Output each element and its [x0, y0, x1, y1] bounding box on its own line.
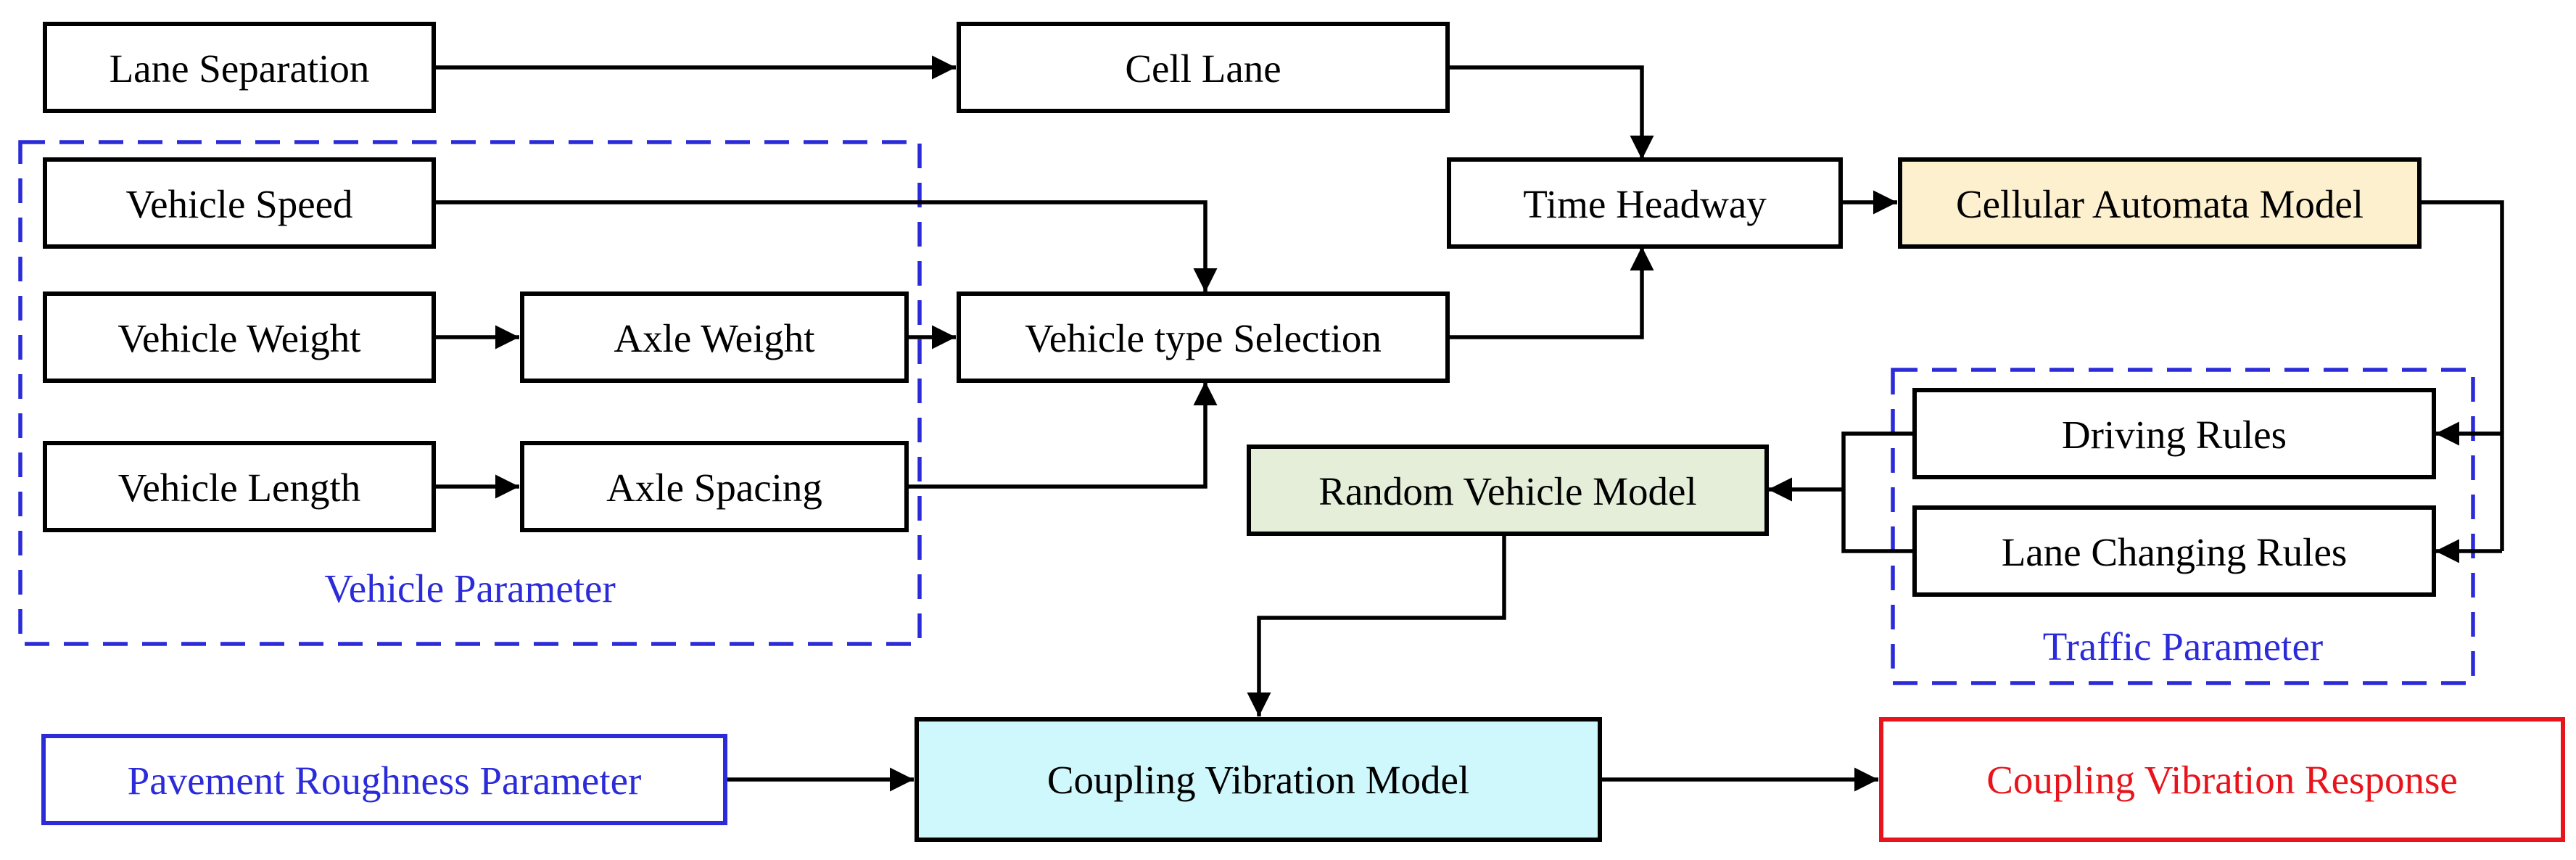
- node-time-headway: Time Headway: [1447, 157, 1843, 249]
- node-vehicle-weight-label: Vehicle Weight: [117, 316, 360, 360]
- node-lane-separation-label: Lane Separation: [110, 46, 370, 91]
- node-pavement-roughness-parameter: Pavement Roughness Parameter: [41, 734, 727, 825]
- node-axle-spacing: Axle Spacing: [520, 441, 909, 532]
- node-pavement-roughness-parameter-label: Pavement Roughness Parameter: [128, 758, 642, 803]
- node-cell-lane-label: Cell Lane: [1125, 46, 1281, 91]
- edge-cell-lane-to-time-headway: [1448, 65, 1654, 160]
- node-lane-separation: Lane Separation: [43, 22, 436, 113]
- traffic-parameter-label: Traffic Parameter: [2043, 624, 2323, 669]
- node-driving-rules-label: Driving Rules: [2062, 413, 2287, 457]
- node-vehicle-type-selection: Vehicle type Selection: [957, 292, 1450, 383]
- vehicle-parameter-label: Vehicle Parameter: [324, 566, 616, 611]
- node-coupling-vibration-model-label: Coupling Vibration Model: [1047, 758, 1469, 802]
- node-vehicle-speed: Vehicle Speed: [43, 157, 436, 249]
- node-coupling-vibration-response-label: Coupling Vibration Response: [1986, 758, 2458, 802]
- edge-type-selection-to-time-headway: [1448, 247, 1654, 339]
- node-coupling-vibration-model: Coupling Vibration Model: [915, 717, 1602, 842]
- node-vehicle-speed-label: Vehicle Speed: [125, 182, 352, 226]
- node-axle-weight: Axle Weight: [520, 292, 909, 383]
- node-time-headway-label: Time Headway: [1523, 182, 1767, 226]
- vehicle-parameter-frame: [18, 140, 922, 646]
- node-coupling-vibration-response: Coupling Vibration Response: [1879, 717, 2565, 842]
- edge-driving-rules-merge: [1841, 431, 1915, 553]
- node-vehicle-length: Vehicle Length: [43, 441, 436, 532]
- node-cell-lane: Cell Lane: [957, 22, 1450, 113]
- traffic-parameter-frame: [1891, 368, 2475, 685]
- node-cellular-automata-model: Cellular Automata Model: [1898, 157, 2422, 249]
- node-random-vehicle-model-label: Random Vehicle Model: [1318, 469, 1696, 513]
- node-cellular-automata-model-label: Cellular Automata Model: [1956, 182, 2364, 226]
- node-axle-weight-label: Axle Weight: [614, 316, 814, 360]
- node-axle-spacing-label: Axle Spacing: [606, 466, 822, 510]
- edge-random-vehicle-to-coupling-model: [1247, 534, 1506, 716]
- node-vehicle-length-label: Vehicle Length: [118, 466, 360, 510]
- node-vehicle-weight: Vehicle Weight: [43, 292, 436, 383]
- node-driving-rules: Driving Rules: [1912, 388, 2436, 479]
- node-lane-changing-rules-label: Lane Changing Rules: [2002, 530, 2348, 574]
- node-lane-changing-rules: Lane Changing Rules: [1912, 505, 2436, 597]
- edges: [434, 55, 2504, 792]
- node-random-vehicle-model: Random Vehicle Model: [1247, 445, 1769, 536]
- node-vehicle-type-selection-label: Vehicle type Selection: [1025, 316, 1382, 360]
- edge-cellular-automata-bus: [2419, 200, 2504, 551]
- edge-axle-spacing-to-type-selection: [907, 381, 1218, 489]
- edge-vehicle-speed-to-type-selection: [434, 200, 1218, 292]
